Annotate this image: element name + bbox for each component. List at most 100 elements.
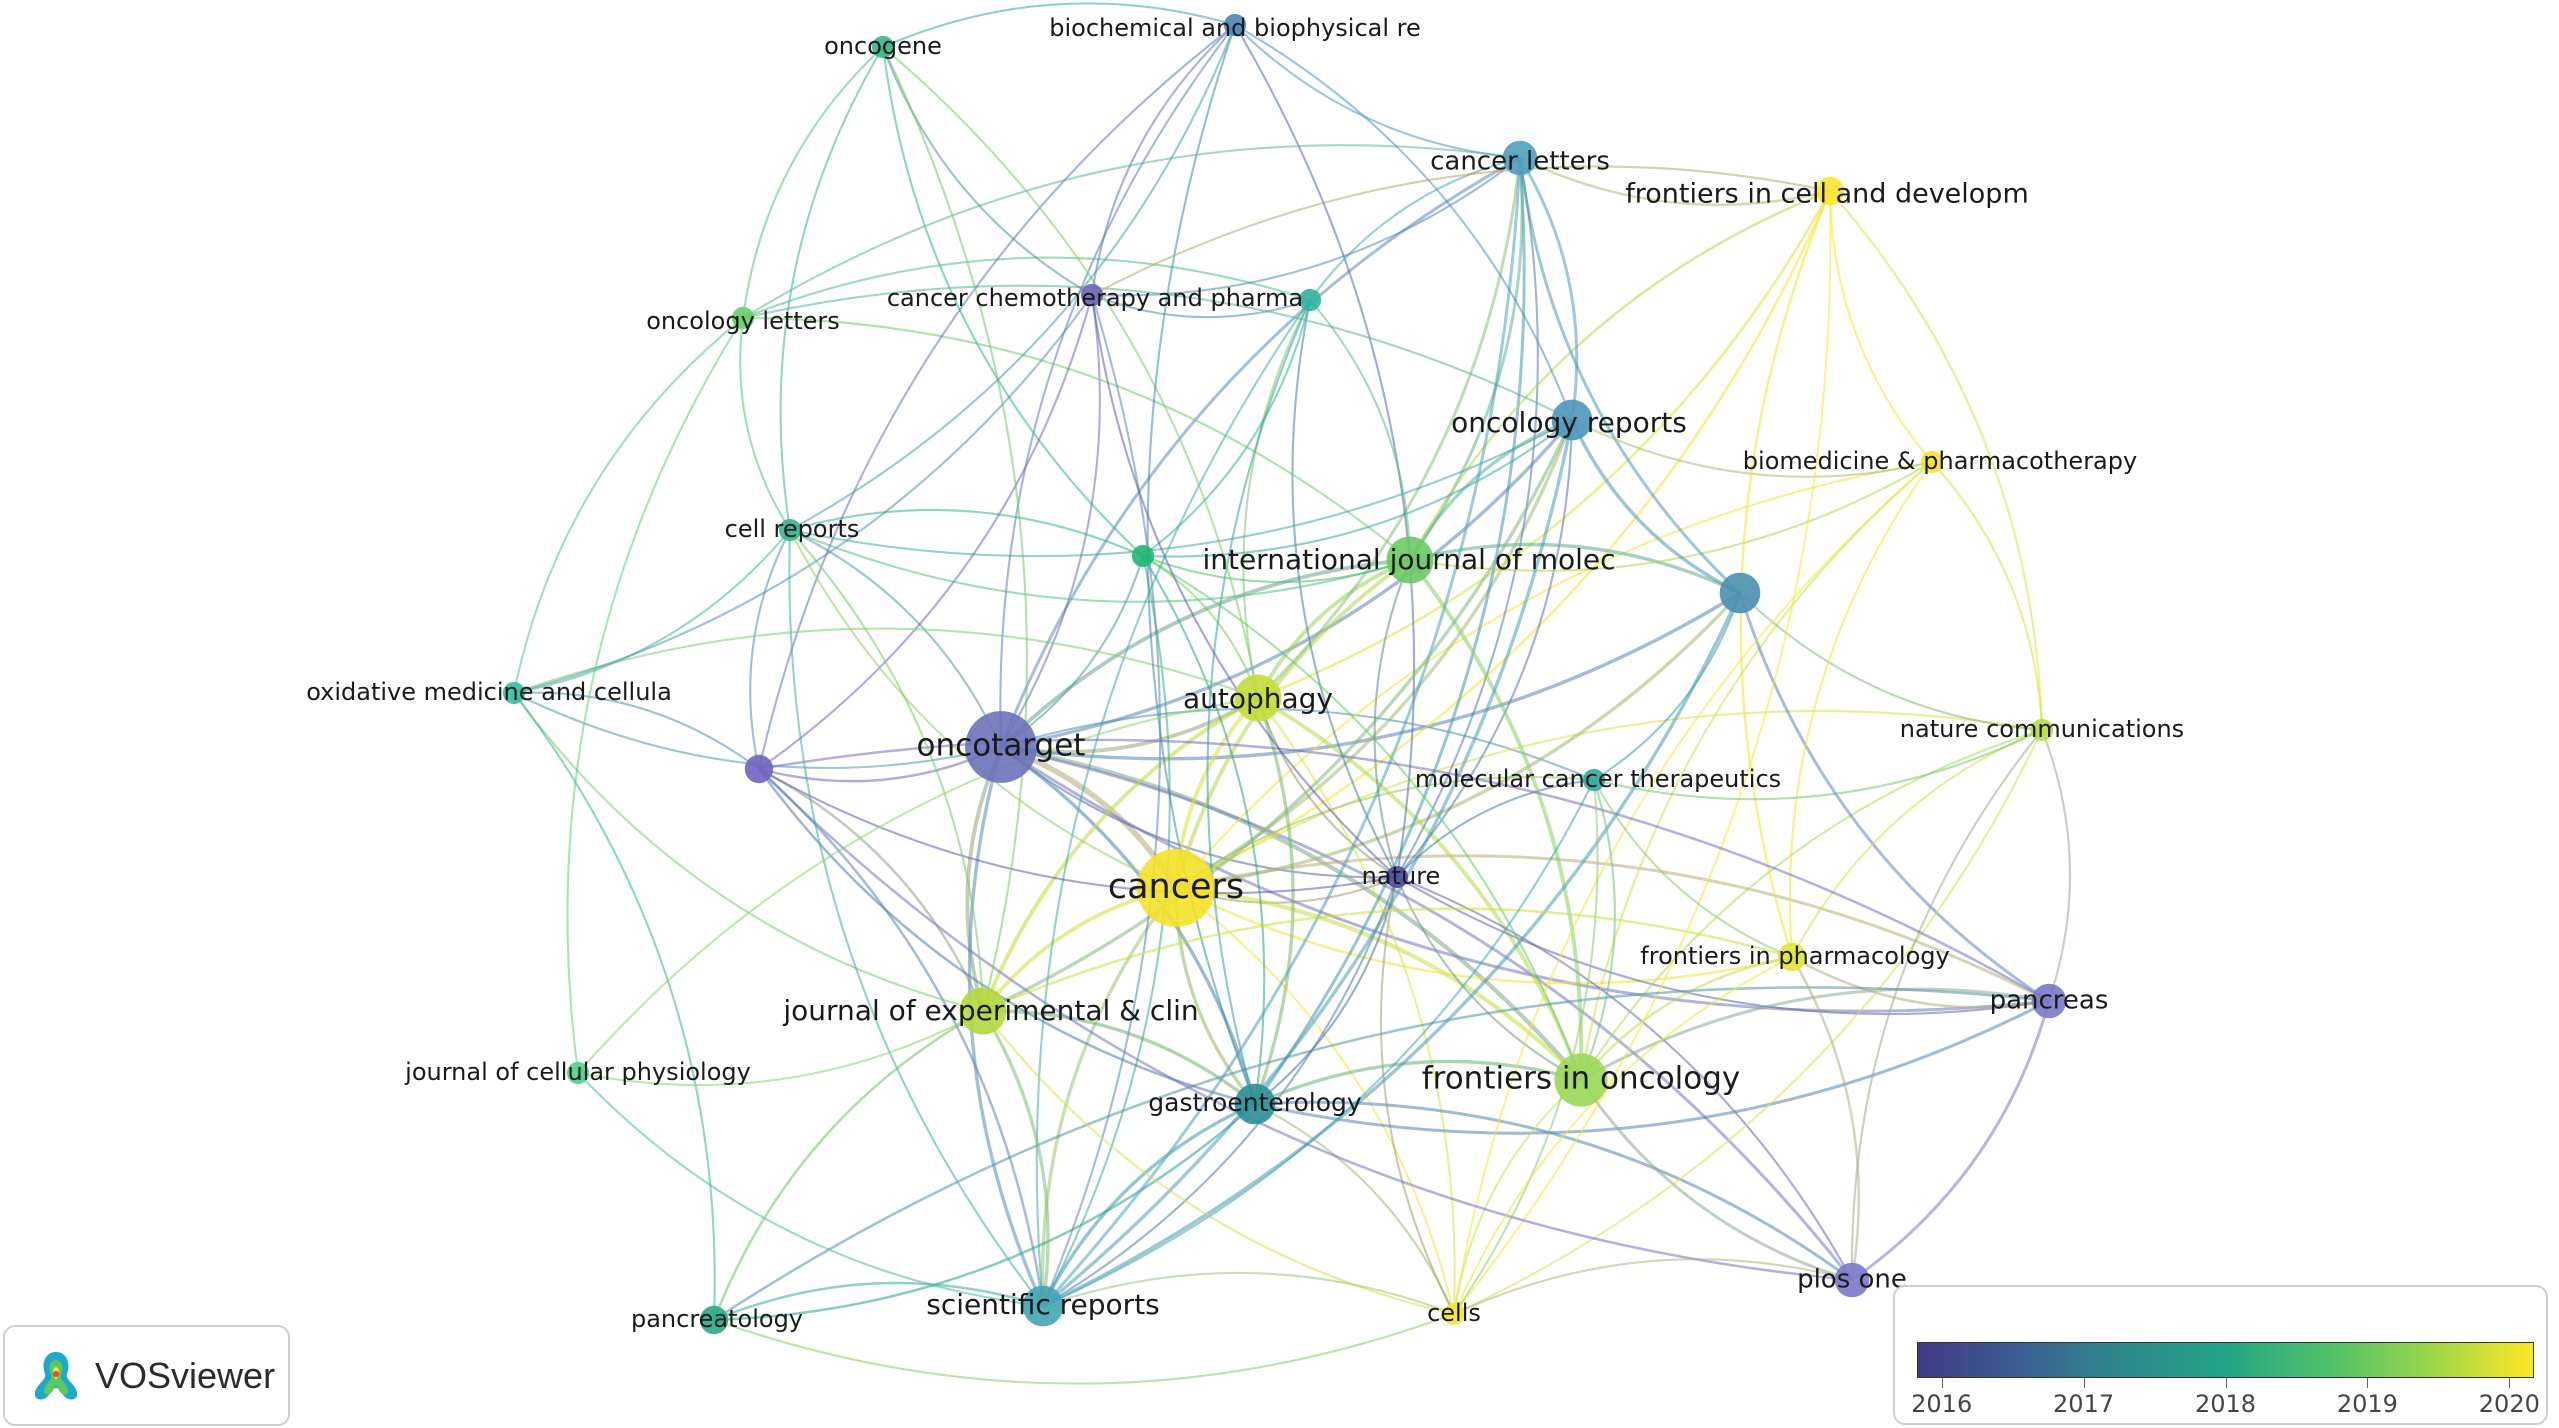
link-autophagy-cells: [1257, 697, 1456, 1315]
network-nodes: [502, 13, 2067, 1335]
link-cancer_letters-hidden_blue_1: [1518, 157, 1742, 595]
vosviewer-badge: VOSviewer: [3, 1325, 290, 1426]
node-cancers[interactable]: [1137, 849, 1215, 927]
node-label-frontiers-onc: frontiers in oncology: [1422, 1061, 1741, 1097]
link-cancers-frontiers_onc: [1175, 885, 1583, 1082]
link-cancer_letters-frontiers_cell: [1519, 156, 1831, 207]
node-mct[interactable]: [1582, 768, 1606, 792]
legend-tick-label: 2017: [2053, 1390, 2115, 1418]
link-cancers-pancreas: [1175, 854, 2050, 1003]
link-oncotarget-cell_reports: [789, 529, 1002, 748]
node-gastro[interactable]: [1234, 1083, 1276, 1125]
link-frontiers_onc-hidden_green_1: [1142, 555, 1582, 1081]
link-ijms-hidden_blue_1: [1409, 542, 1741, 595]
node-pancreas[interactable]: [2031, 983, 2067, 1019]
link-hidden_green_1-cell_reports: [789, 508, 1144, 557]
legend-tick-label: 2020: [2478, 1390, 2540, 1418]
node-oncogene[interactable]: [871, 35, 895, 59]
link-hidden_purple_1-nature: [758, 768, 1398, 895]
link-nature-ijms: [1373, 559, 1411, 878]
link-hidden_green_1-sci_reports: [1042, 555, 1171, 1307]
link-biomedicine-nature_comms: [1931, 461, 2044, 731]
link-cancer_letters-sci_reports: [1041, 157, 1522, 1308]
link-oncology_letters-cell_reports: [739, 317, 791, 531]
node-cells[interactable]: [1442, 1302, 1466, 1326]
node-frontiers-onc[interactable]: [1554, 1053, 1608, 1107]
node-label-ijms: international journal of molec: [1202, 543, 1615, 576]
link-cancer_chemo-frontiers_cell: [1091, 165, 1831, 296]
link-plos_one-cells: [1453, 1258, 1853, 1315]
node-oncotarget[interactable]: [965, 711, 1037, 783]
node-pancreatology[interactable]: [699, 1305, 729, 1335]
link-gastro-pancreas: [1254, 999, 2050, 1135]
link-gastro-plos_one: [1254, 1100, 1853, 1282]
node-label-nature: nature: [1362, 862, 1441, 890]
link-pancreas-frontiers_pharm: [1791, 955, 2050, 1009]
node-frontiers-cell[interactable]: [1815, 176, 1845, 206]
link-gastro-sci_reports: [1041, 1102, 1256, 1307]
link-ijms-hidden_teal_1: [1309, 299, 1412, 561]
node-label-autophagy: autophagy: [1183, 682, 1333, 715]
node-hidden-purple-1[interactable]: [744, 754, 774, 784]
link-oxidative-jecc: [513, 692, 984, 1013]
legend-tick-label: 2016: [1911, 1390, 1973, 1418]
node-hidden-green-1[interactable]: [1131, 544, 1155, 568]
node-oxidative[interactable]: [502, 681, 526, 705]
node-oncology-letters[interactable]: [731, 306, 755, 330]
link-bbrc-cell_reports: [789, 24, 1236, 531]
link-oncotarget-pancreas: [1000, 745, 2050, 1013]
node-oncology-reports[interactable]: [1551, 399, 1593, 441]
node-biomedicine[interactable]: [1920, 450, 1944, 474]
link-hidden_green_1-hidden_teal_1: [1142, 299, 1312, 557]
link-cancers-hidden_blue_1: [1175, 591, 1742, 890]
node-hidden-teal-1[interactable]: [1298, 288, 1322, 312]
link-cancers-frontiers_cell: [1175, 190, 1832, 890]
link-sci_reports-mct: [1042, 779, 1595, 1307]
node-plos-one[interactable]: [1834, 1262, 1870, 1298]
link-oncogene-bbrc: [882, 2, 1236, 48]
node-ijms[interactable]: [1386, 536, 1434, 584]
node-j-cell-phys[interactable]: [566, 1061, 590, 1085]
node-label-pancreatology: pancreatology: [631, 1305, 803, 1333]
node-label-gastro: gastroenterology: [1148, 1088, 1362, 1117]
link-oncology_reports-jecc: [982, 419, 1574, 1013]
link-cancers-nature_comms: [1175, 710, 2043, 889]
link-autophagy-frontiers_onc: [1257, 696, 1583, 1081]
link-cell_reports-jecc: [789, 529, 985, 1012]
link-cancer_letters-bbrc: [1234, 24, 1521, 160]
node-frontiers-pharm[interactable]: [1777, 942, 1807, 972]
link-nature-cancer_letters: [1396, 157, 1539, 878]
node-cancer-chemo[interactable]: [1080, 283, 1104, 307]
node-label-cells: cells: [1427, 1299, 1481, 1327]
node-cell-reports[interactable]: [778, 518, 802, 542]
link-pancreas-plos_one: [1851, 1000, 2051, 1282]
legend-tick-label: 2019: [2336, 1390, 2398, 1418]
link-oncotarget-jecc: [965, 746, 1003, 1012]
link-cancer_letters-oncology_reports: [1518, 157, 1579, 421]
link-oncogene-cancer_chemo: [882, 46, 1093, 296]
link-oncogene-cell_reports: [779, 46, 884, 531]
node-sci-reports[interactable]: [1022, 1285, 1064, 1327]
link-oncology_letters-oncogene: [741, 46, 884, 319]
link-cancer_chemo-nature: [1090, 294, 1398, 878]
node-nature-comms[interactable]: [2030, 718, 2054, 742]
link-ijms-hidden_green_1: [1142, 555, 1411, 584]
node-jecc[interactable]: [959, 987, 1007, 1035]
link-oncology_reports-hidden_blue_1: [1570, 419, 1741, 595]
link-autophagy-gastro: [1253, 697, 1295, 1105]
link-frontiers_onc-pancreas: [1580, 987, 2050, 1082]
link-hidden_green_1-oncogene: [881, 46, 1144, 557]
node-autophagy[interactable]: [1234, 674, 1282, 722]
node-label-bbrc: biochemical and biophysical re: [1049, 14, 1421, 42]
node-nature[interactable]: [1385, 865, 1409, 889]
node-hidden-blue-1[interactable]: [1719, 572, 1761, 614]
link-sci_reports-pancreatology: [713, 1281, 1044, 1322]
link-oncotarget-cancer_letters: [999, 156, 1521, 748]
link-pancreas-pancreatology: [713, 986, 2050, 1322]
node-bbrc[interactable]: [1223, 13, 1247, 37]
link-oxidative-cancer_chemo: [513, 294, 1093, 695]
node-cancer-letters[interactable]: [1502, 140, 1538, 176]
link-oncotarget-frontiers_onc: [1000, 744, 1583, 1082]
link-ijms-cell_reports: [789, 529, 1411, 603]
